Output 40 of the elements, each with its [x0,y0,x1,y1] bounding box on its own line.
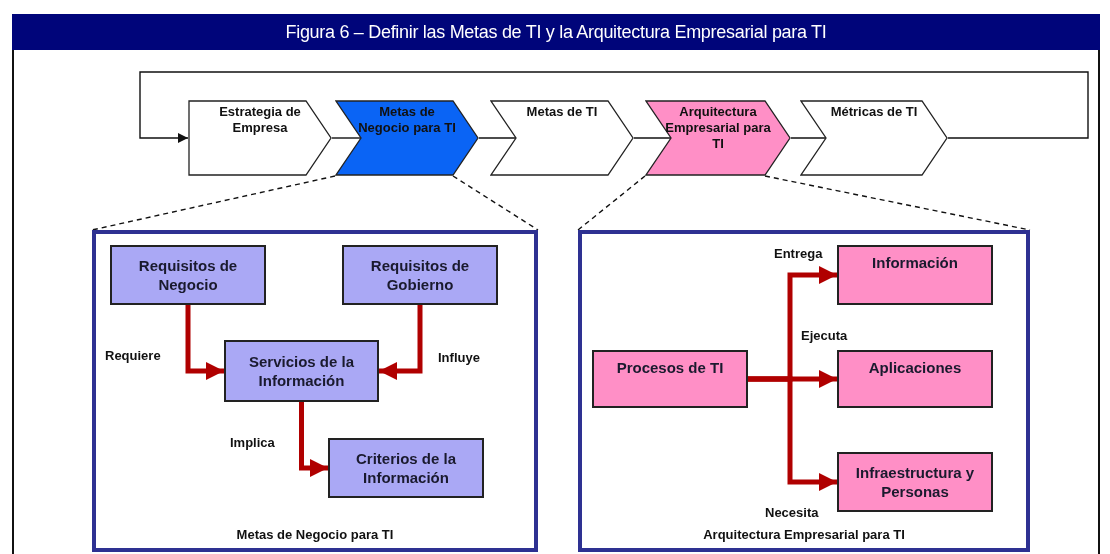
step-label: Estrategia de Empresa [218,104,302,136]
box-label: Servicios de la Información [247,352,356,390]
step-label: Arquitectura Empresarial para TI [665,104,771,152]
process-box [342,245,498,305]
box-label: Información [872,253,958,272]
process-box [837,452,993,512]
dashed-line [91,175,336,231]
step-label: Metas de TI [526,104,598,120]
step-label: Métricas de TI [830,104,918,120]
box-label: Aplicaciones [868,358,962,377]
box-label: Infraestructura y Personas [854,463,976,501]
dashed-line [452,175,539,231]
box-label: Criterios de la Información [354,449,457,487]
chevron-step [800,100,948,176]
chevron-step [188,100,332,176]
process-box [592,350,748,408]
process-box [837,245,993,305]
panel-title: Arquitectura Empresarial para TI [703,525,905,544]
process-box [224,340,379,402]
connector-line [633,137,672,139]
step-label: Metas de Negocio para TI [357,104,457,136]
process-box [837,350,993,408]
flow-arrow [299,402,328,477]
box-label: Requisitos de Negocio [137,256,239,294]
flow-arrow [185,305,224,380]
feedback-arrow [139,71,1089,143]
chevron-step [335,100,479,176]
title-bar: Figura 6 – Definir las Metas de TI y la Arquitectura Empresarial para TI [12,14,1100,50]
chevron-step [490,100,634,176]
chevron-step [645,100,791,176]
flow-arrow [379,305,423,380]
group-panel [92,230,538,552]
process-box [110,245,266,305]
group-panel [578,230,1030,552]
box-label: Requisitos de Gobierno [369,256,471,294]
dashed-line [577,175,646,231]
flow-arrow [748,376,837,491]
panel-title: Metas de Negocio para TI [236,525,394,544]
process-box [328,438,484,498]
box-label: Procesos de TI [616,358,724,377]
